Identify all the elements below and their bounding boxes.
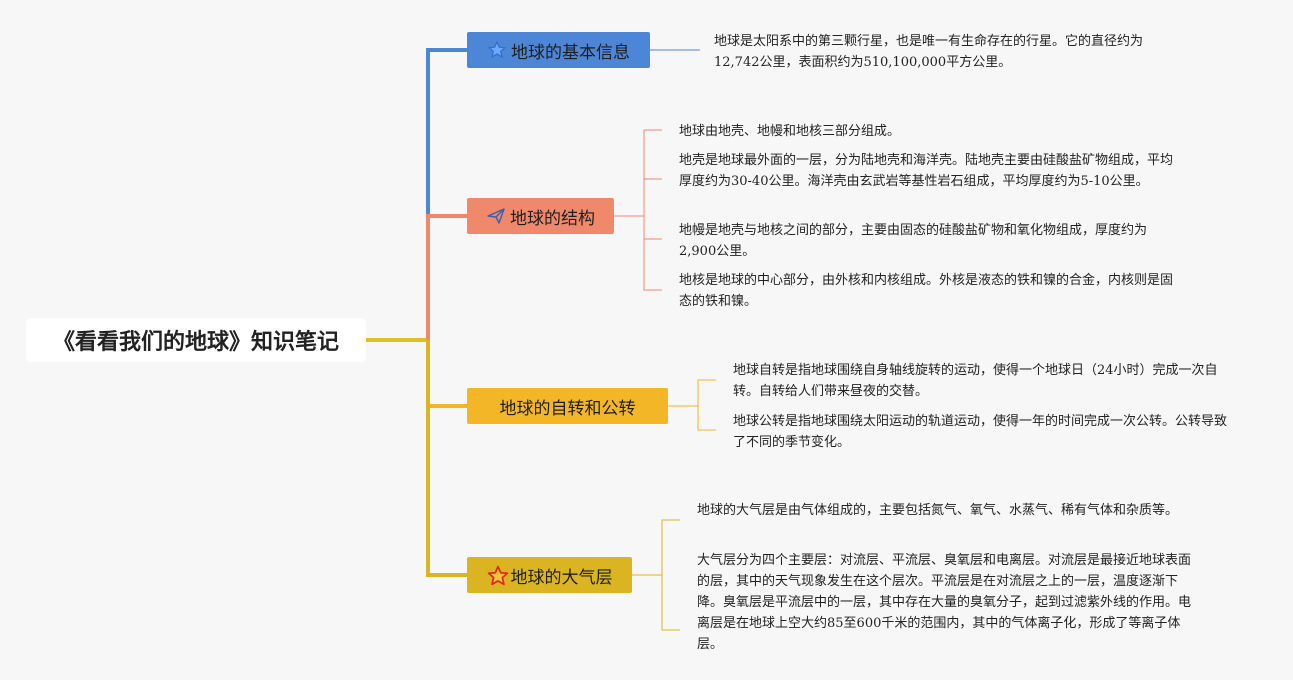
paper-plane-icon xyxy=(486,206,506,226)
red-star-icon xyxy=(487,565,508,586)
branch-connector-structure xyxy=(426,214,467,340)
leaf-text: 地球公转是指地球围绕太阳运动的轨道运动，使得一年的时间完成一次公转。公转导致了不… xyxy=(733,414,1228,450)
leaf-text: 地壳是地球最外面的一层，分为陆地壳和海洋壳。陆地壳主要由硅酸盐矿物组成，平均厚度… xyxy=(679,153,1174,189)
branch-node-basic-info[interactable]: 地球的基本信息 xyxy=(467,32,650,68)
branch-label: 地球的大气层 xyxy=(510,567,613,588)
branch-node-atmosphere[interactable]: 地球的大气层 xyxy=(467,557,632,593)
leaf-bracket-structure xyxy=(614,129,662,291)
branch-node-rotation[interactable]: 地球的自转和公转 xyxy=(467,388,668,424)
branch-connector-rotation xyxy=(426,340,467,408)
branch-label: 地球的基本信息 xyxy=(511,42,630,63)
leaf-text: 地球的大气层是由气体组成的，主要包括氮气、氧气、水蒸气、稀有气体和杂质等。 xyxy=(697,503,1179,518)
branch-label: 地球的结构 xyxy=(510,208,595,229)
branch-label: 地球的自转和公转 xyxy=(499,398,636,419)
root-title: 《看看我们的地球》知识笔记 xyxy=(52,330,339,355)
branch-connector-atmosphere xyxy=(426,340,467,577)
leaf-bracket-atmosphere xyxy=(632,519,680,631)
branch-connector-basic xyxy=(426,48,467,340)
leaf-bracket-rotation xyxy=(668,379,716,431)
leaf-text: 大气层分为四个主要层：对流层、平流层、臭氧层和电离层。对流层是最接近地球表面的层… xyxy=(697,553,1192,652)
leaf-text: 地球自转是指地球围绕自身轴线旋转的运动，使得一个地球日（24小时）完成一次自转。… xyxy=(733,363,1218,399)
leaf-text: 地球是太阳系中的第三颗行星，也是唯一有生命存在的行星。它的直径约为12,742公… xyxy=(714,34,1144,70)
root-node[interactable]: 《看看我们的地球》知识笔记 xyxy=(26,318,366,362)
leaf-text: 地核是地球的中心部分，由外核和内核组成。外核是液态的铁和镍的合金，内核则是固态的… xyxy=(679,273,1174,309)
leaf-text: 地幔是地壳与地核之间的部分，主要由固态的硅酸盐矿物和氧化物组成，厚度约为2,90… xyxy=(679,223,1148,259)
star-outline-icon xyxy=(487,40,507,60)
branch-node-structure[interactable]: 地球的结构 xyxy=(467,198,614,234)
leaf-text: 地球由地壳、地幔和地核三部分组成。 xyxy=(679,124,901,139)
